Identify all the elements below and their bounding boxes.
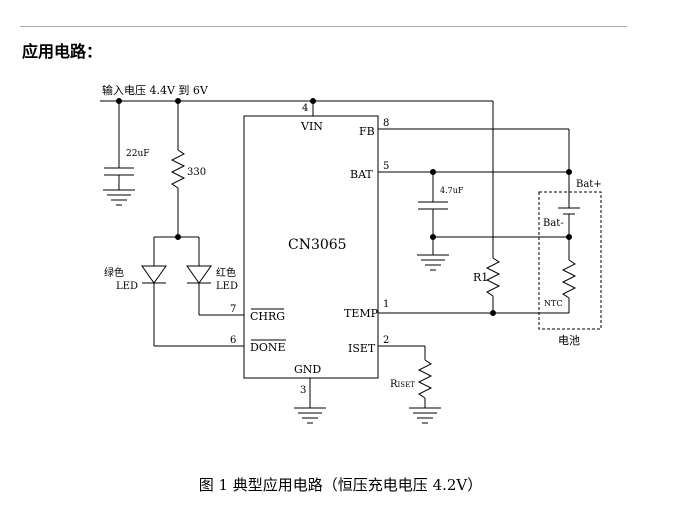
pin-number-temp: 1 — [383, 299, 389, 310]
battery-capacitor — [417, 172, 449, 271]
led-resistor — [170, 101, 186, 237]
cap-bat-label: 4.7uF — [440, 186, 464, 195]
riset-label: RISET — [390, 379, 415, 390]
r1-label: R1 — [473, 271, 488, 284]
input-capacitor — [103, 101, 135, 206]
pin-number-iset: 2 — [383, 335, 389, 346]
pin-label-bat: BAT — [350, 168, 373, 181]
red-led-text: LED — [216, 281, 238, 292]
pin-label-temp: TEMP — [344, 307, 379, 320]
green-led — [141, 237, 244, 347]
junction-dot — [310, 98, 316, 104]
red-led — [186, 237, 244, 316]
ntc-thermistor — [561, 237, 577, 313]
battery-cell — [558, 172, 580, 237]
green-led-color: 绿色 — [104, 266, 124, 279]
pin-number-vin: 4 — [302, 103, 308, 114]
figure-caption: 图 1 典型应用电路（恒压充电电压 4.2V） — [198, 476, 483, 494]
pin-number-bat: 5 — [383, 161, 389, 172]
pin-label-iset: ISET — [348, 342, 376, 355]
section-heading: 应用电路： — [22, 42, 103, 61]
battery-pack-box — [538, 191, 602, 330]
input-voltage-label: 输入电压 4.4V 到 6V — [102, 83, 209, 97]
pin-label-vin: VIN — [300, 120, 323, 133]
top-divider — [20, 26, 627, 27]
pin-number-done: 6 — [230, 335, 236, 346]
pin-number-fb: 8 — [383, 118, 389, 129]
res-led-label: 330 — [187, 167, 206, 178]
green-led-text: LED — [116, 281, 138, 292]
chip-body — [243, 115, 379, 379]
pin-label-fb: FB — [359, 125, 375, 138]
pin-label-done: DONE — [250, 341, 286, 354]
cap-in-label: 22uF — [126, 149, 150, 159]
bat-minus-label: Bat- — [543, 218, 564, 229]
pin-label-gnd: GND — [294, 363, 321, 376]
ntc-label: NTC — [544, 299, 562, 308]
chip-ground — [294, 378, 326, 424]
resistor-r1 — [485, 101, 501, 313]
junction-dot — [430, 234, 436, 240]
pin-label-chrg: CHRG — [250, 310, 285, 323]
red-led-color: 红色 — [216, 266, 236, 279]
iset-resistor — [378, 345, 441, 424]
battery-label: 电池 — [558, 334, 580, 347]
pin-number-gnd: 3 — [300, 385, 306, 396]
bat-plus-label: Bat+ — [576, 179, 602, 190]
pin-number-chrg: 7 — [230, 304, 236, 315]
chip-name: CN3065 — [288, 237, 347, 253]
